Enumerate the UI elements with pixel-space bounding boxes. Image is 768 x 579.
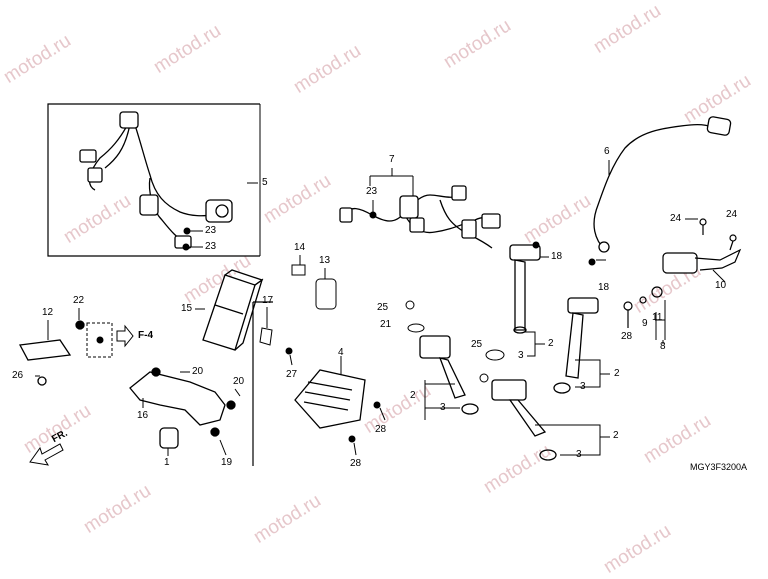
callout-28: 28 [350,458,362,469]
callout-18: 18 [551,251,563,262]
callout-8: 8 [660,341,666,352]
callout-28: 28 [621,331,633,342]
ref-label-f4: F-4 [138,330,153,341]
sensor-part [593,116,732,253]
callout-2: 2 [614,368,620,379]
ref-box [86,322,113,358]
callout-28: 28 [375,424,387,435]
leader-2a [525,331,545,357]
ignition-coil-3 [419,335,479,415]
callout-22: 22 [73,295,85,306]
bolt-27 [285,347,293,355]
callout-23: 23 [366,186,378,197]
callout-3: 3 [580,381,586,392]
leader-2c [424,380,460,420]
bolt-28 [373,401,381,409]
callout-1: 1 [164,457,170,468]
callout-27: 27 [286,369,298,380]
part-7-leader [369,168,414,196]
bolt-28 [348,435,356,443]
callout-3: 3 [518,350,524,361]
callout-23: 23 [205,225,217,236]
ref-arrow-icon [116,324,134,348]
bolt-23 [369,211,377,219]
callout-3: 3 [440,402,446,413]
part-5-frame [47,103,260,257]
callout-18: 18 [598,282,610,293]
callout-11: 11 [652,312,663,323]
leader-2d [535,424,610,456]
callout-24: 24 [670,213,682,224]
switch-12-group [18,320,85,386]
callout-16: 16 [137,410,149,421]
leader-2b [575,359,610,388]
front-arrow-icon [29,443,64,466]
callout-5: 5 [262,177,268,188]
part-8-leader [655,300,666,344]
callout-20: 20 [233,376,245,387]
part-14 [291,264,306,276]
callout-17: 17 [262,295,274,306]
callout-12: 12 [42,307,54,318]
regulator-part [294,369,366,429]
callout-7: 7 [389,154,395,165]
callout-25: 25 [377,302,389,313]
callout-3: 3 [576,449,582,460]
sub-harness-part [79,111,233,249]
callout-21: 21 [380,319,392,330]
callout-26: 26 [12,370,24,381]
part-13 [315,278,337,310]
main-harness-part [339,185,501,249]
diagram-code: MGY3F3200A [690,462,748,472]
callout-14: 14 [294,242,306,253]
bracket-10-group [623,218,742,328]
callout-13: 13 [319,255,331,266]
callout-2: 2 [410,390,416,401]
callout-24: 24 [726,209,738,220]
ignition-coil-4 [491,379,557,461]
ignition-coil-1 [509,244,541,334]
ignition-coil-2 [553,297,599,394]
control-module-part [202,269,264,351]
bracket-16-group [129,367,236,449]
callout-20: 20 [192,366,204,377]
callout-2: 2 [548,338,554,349]
callout-4: 4 [338,347,344,358]
seal-3 [485,349,505,361]
callout-2: 2 [613,430,619,441]
callout-23: 23 [205,241,217,252]
part-17-clip [259,327,273,346]
bolt-23-group [182,227,191,251]
callout-19: 19 [221,457,233,468]
callout-6: 6 [604,146,610,157]
callout-9: 9 [642,318,648,329]
callout-15: 15 [181,303,193,314]
callout-25: 25 [471,339,483,350]
callout-10: 10 [715,280,727,291]
